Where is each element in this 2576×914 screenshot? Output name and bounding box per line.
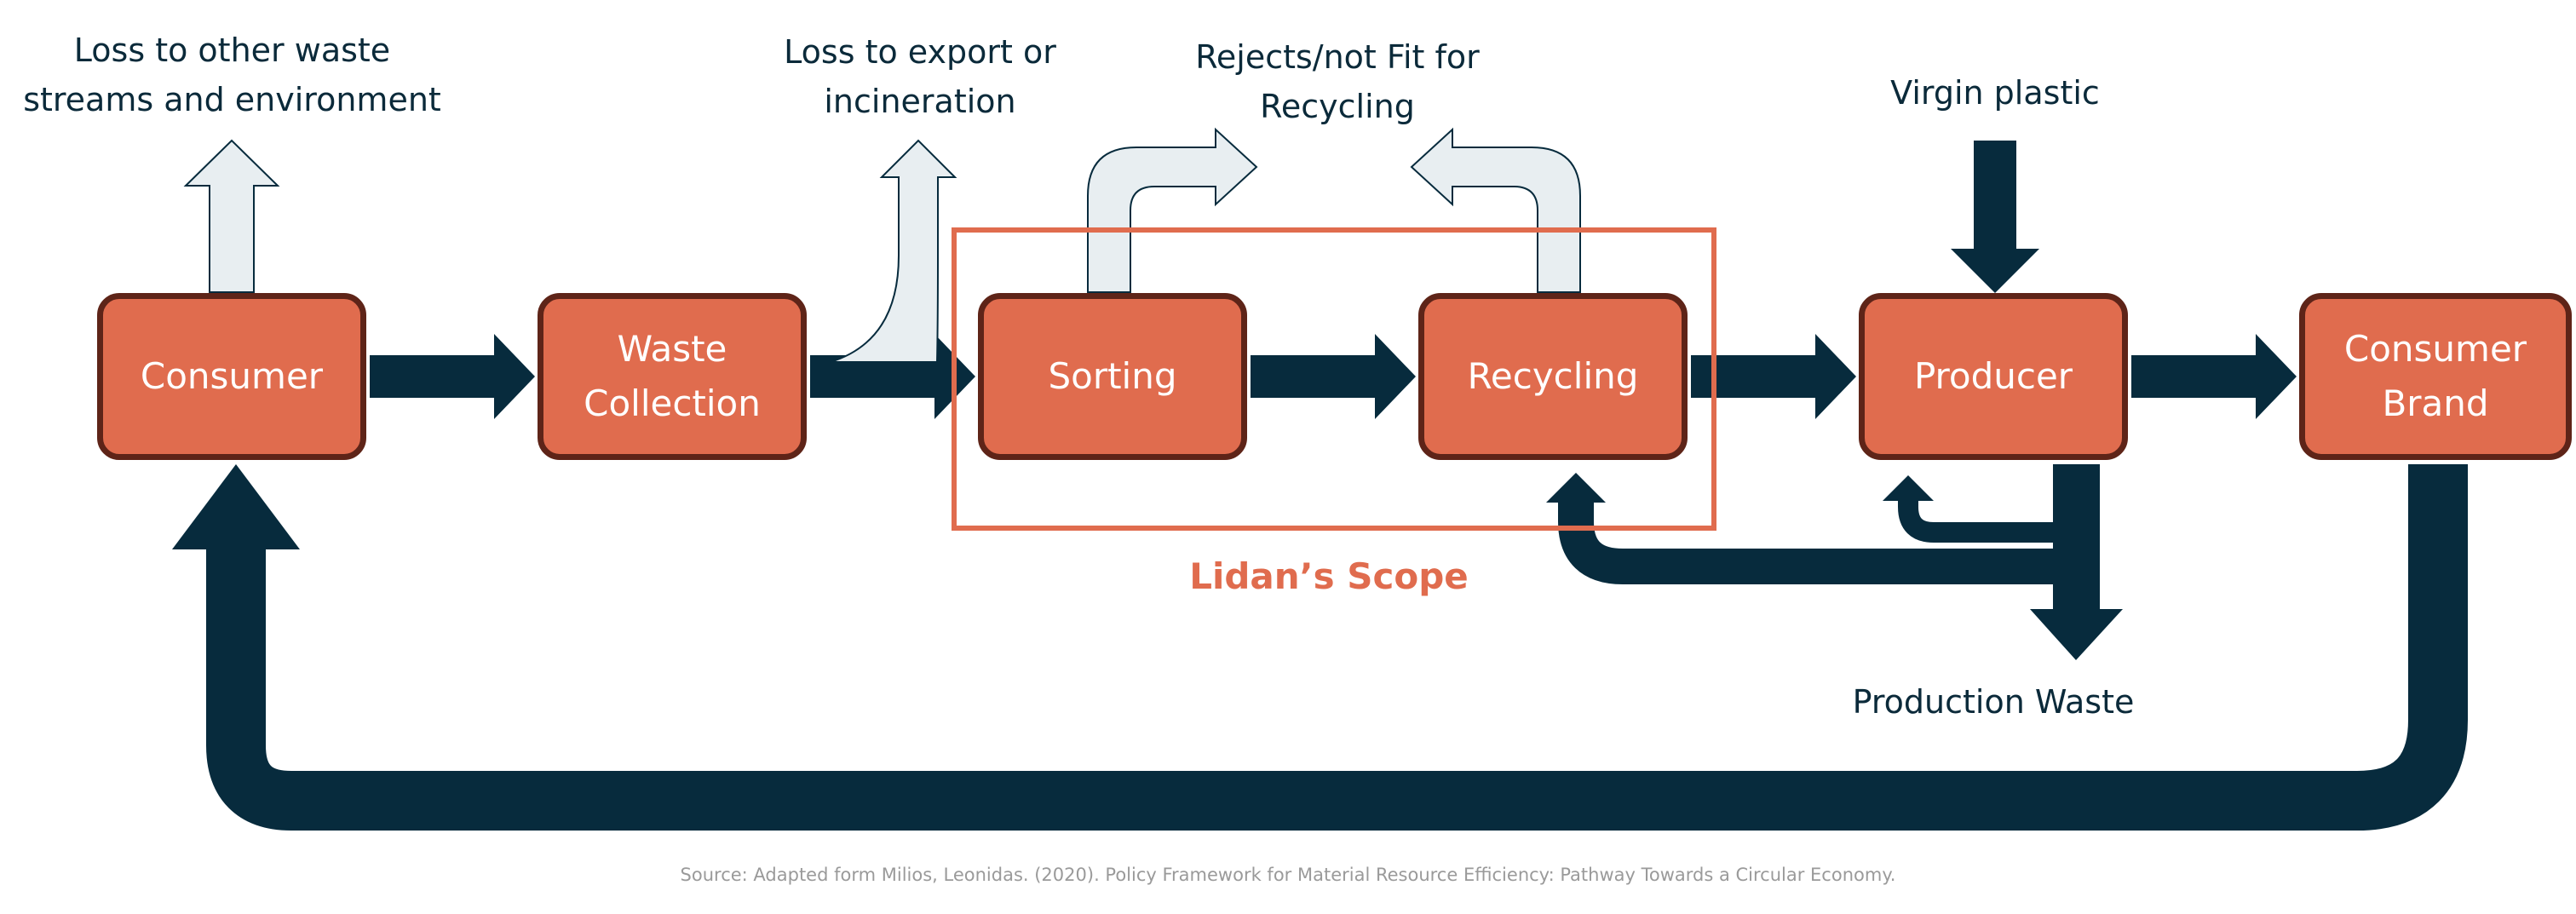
recirculation-loop-arrow (1558, 501, 2076, 584)
flow-arrow-shaft-4 (1691, 355, 1819, 398)
recirculation-arrowhead-recycling (1546, 473, 1606, 503)
rejects-label: Rejects/not Fit for Recycling (1167, 32, 1508, 131)
virgin-plastic-label: Virgin plastic (1890, 74, 2100, 112)
node-consumer-brand-label-2: Brand (2382, 382, 2489, 424)
rejects-sorting-arrow (1087, 127, 1258, 293)
scope-box (952, 227, 1716, 531)
node-waste-collection-label-1: Waste (617, 328, 727, 370)
rejects-recycling-arrow (1410, 127, 1581, 293)
node-sorting: Sorting (978, 293, 1247, 460)
node-waste-collection-label-2: Collection (584, 382, 761, 424)
loss-environment-label-line-1: Loss to other waste (73, 32, 391, 69)
virgin-plastic-arrowhead (1951, 249, 2039, 293)
flow-arrow-shaft-5 (2131, 355, 2259, 398)
flow-arrowhead-1 (494, 334, 535, 419)
node-consumer-label: Consumer (140, 355, 324, 397)
loss-export-label-line-2: incineration (824, 83, 1016, 120)
loss-export-label-line-1: Loss to export or (784, 33, 1056, 71)
node-consumer-brand: Consumer Brand (2299, 293, 2572, 460)
node-recycling: Recycling (1418, 293, 1688, 460)
loss-environment-label-line-2: streams and environment (23, 81, 441, 118)
recirculation-branch-producer (1898, 498, 2076, 543)
node-consumer: Consumer (97, 293, 366, 460)
flow-arrowhead-4 (1815, 334, 1856, 419)
node-sorting-label: Sorting (1048, 355, 1177, 397)
node-waste-collection: Waste Collection (538, 293, 807, 460)
flow-arrow-shaft-1 (370, 355, 497, 398)
loss-export-arrow (830, 139, 957, 363)
scope-label: Lidan’s Scope (1189, 555, 1469, 597)
return-loop-arrow (206, 464, 2468, 831)
virgin-plastic-arrow-shaft (1974, 141, 2016, 251)
loss-environment-arrow (183, 139, 280, 293)
node-consumer-brand-label-1: Consumer (2343, 328, 2527, 370)
flow-arrowhead-3 (1375, 334, 1416, 419)
rejects-label-line-2: Recycling (1260, 88, 1415, 125)
return-loop-arrowhead (172, 464, 300, 549)
recirculation-arrowhead-producer (1883, 475, 1934, 501)
rejects-label-line-1: Rejects/not Fit for (1195, 38, 1480, 76)
node-producer: Producer (1859, 293, 2128, 460)
source-citation: Source: Adapted form Milios, Leonidas. (… (680, 865, 1896, 885)
production-waste-label: Production Waste (1852, 683, 2135, 721)
loss-environment-label: Loss to other waste streams and environm… (17, 26, 447, 124)
loss-export-label: Loss to export or incineration (767, 27, 1073, 126)
node-recycling-label: Recycling (1467, 355, 1639, 397)
flow-arrow-shaft-3 (1251, 355, 1378, 398)
flow-arrowhead-5 (2256, 334, 2297, 419)
node-producer-label: Producer (1913, 355, 2073, 397)
production-waste-arrowhead (2030, 609, 2123, 660)
